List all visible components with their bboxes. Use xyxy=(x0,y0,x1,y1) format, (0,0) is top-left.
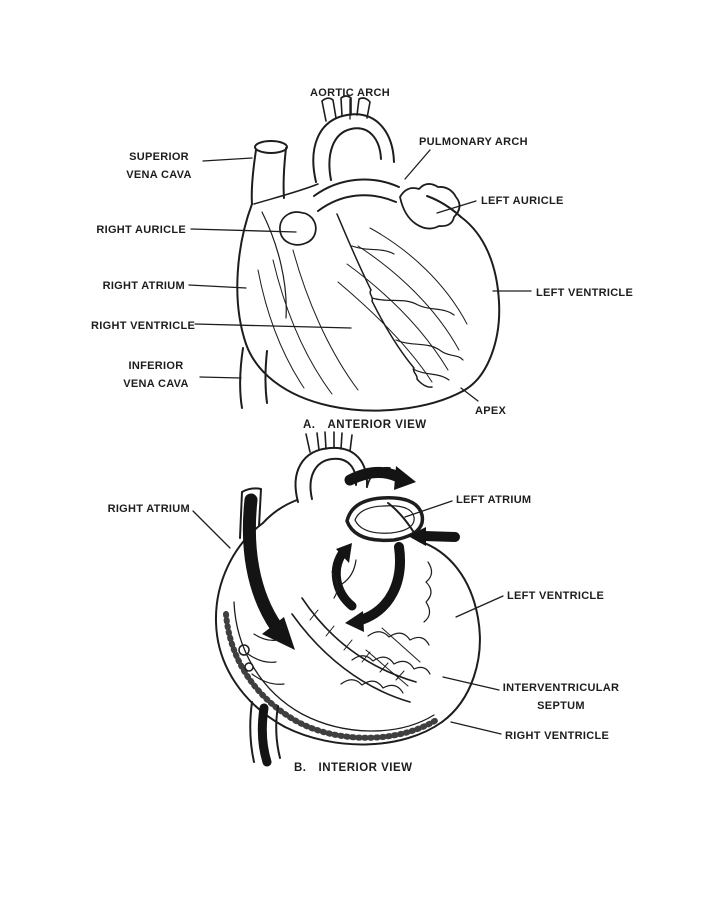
leader-line xyxy=(202,157,253,162)
anterior-view-illustration xyxy=(236,95,501,412)
leader-line xyxy=(460,387,479,402)
label-interventricular-septum: INTERVENTRICULAR SEPTUM xyxy=(502,682,620,712)
label-right-auricle: RIGHT AURICLE xyxy=(96,224,186,236)
heart-outline-anterior xyxy=(236,183,501,412)
label-left-atrium: LEFT ATRIUM xyxy=(456,494,532,506)
inferior-vessel-drawing xyxy=(249,701,281,767)
superior-vena-cava-drawing xyxy=(250,140,288,205)
label-right-ventricle: RIGHT VENTRICLE xyxy=(91,320,196,332)
mitral-flow-arrow xyxy=(345,542,405,632)
label-left-ventricle-interior: LEFT VENTRICLE xyxy=(507,590,605,602)
caption-letter: A. xyxy=(303,419,316,431)
left-auricle-drawing xyxy=(399,183,461,230)
vena-cava-flow-arrow xyxy=(242,493,295,650)
pulmonary-vein-arrow xyxy=(408,527,460,546)
ventricle-striations-drawing xyxy=(257,227,468,395)
leader-line xyxy=(450,721,502,735)
leader-line xyxy=(190,228,297,233)
cut-vessels-drawing xyxy=(238,644,254,672)
caption-interior-view: B. INTERIOR VIEW xyxy=(294,762,413,774)
leader-line xyxy=(455,595,504,618)
label-superior-vena-cava: SUPERIOR VENA CAVA xyxy=(126,151,192,181)
label-pulmonary-arch: PULMONARY ARCH xyxy=(419,136,528,148)
ventricular-outflow-arrow xyxy=(331,543,357,611)
leader-line xyxy=(436,200,477,214)
label-aortic-arch: AORTIC ARCH xyxy=(310,87,390,99)
great-vessels-interior-drawing xyxy=(239,431,391,539)
leader-line xyxy=(192,510,231,549)
leader-line xyxy=(188,284,247,289)
aortic-arch-drawing xyxy=(312,95,395,183)
pulmonary-arch-drawing xyxy=(313,178,400,212)
label-right-atrium-interior: RIGHT ATRIUM xyxy=(107,503,190,515)
leader-lines xyxy=(188,98,532,735)
label-left-ventricle: LEFT VENTRICLE xyxy=(536,287,634,299)
label-right-ventricle-interior: RIGHT VENTRICLE xyxy=(505,730,610,742)
caption-title: ANTERIOR VIEW xyxy=(327,419,427,431)
right-auricle-drawing xyxy=(279,211,317,246)
interior-view-illustration xyxy=(214,431,481,767)
leader-line xyxy=(404,149,431,180)
leader-line xyxy=(194,323,352,329)
label-left-auricle: LEFT AURICLE xyxy=(481,195,564,207)
coronary-vessels-drawing xyxy=(336,213,464,388)
label-apex: APEX xyxy=(475,405,507,417)
caption-title: INTERIOR VIEW xyxy=(318,762,413,774)
interventricular-septum-drawing xyxy=(291,597,417,703)
leader-line xyxy=(404,500,453,518)
left-atrium-drawing xyxy=(345,496,425,543)
trabeculae-drawing xyxy=(247,559,433,694)
leader-line xyxy=(199,376,242,379)
label-right-atrium: RIGHT ATRIUM xyxy=(102,280,185,292)
caption-letter: B. xyxy=(294,762,307,774)
aortic-outflow-arrow xyxy=(344,466,416,490)
inferior-vena-cava-drawing xyxy=(239,347,268,409)
label-inferior-vena-cava: INFERIOR VENA CAVA xyxy=(123,360,189,390)
caption-anterior-view: A. ANTERIOR VIEW xyxy=(303,419,427,431)
leader-line xyxy=(442,676,500,691)
